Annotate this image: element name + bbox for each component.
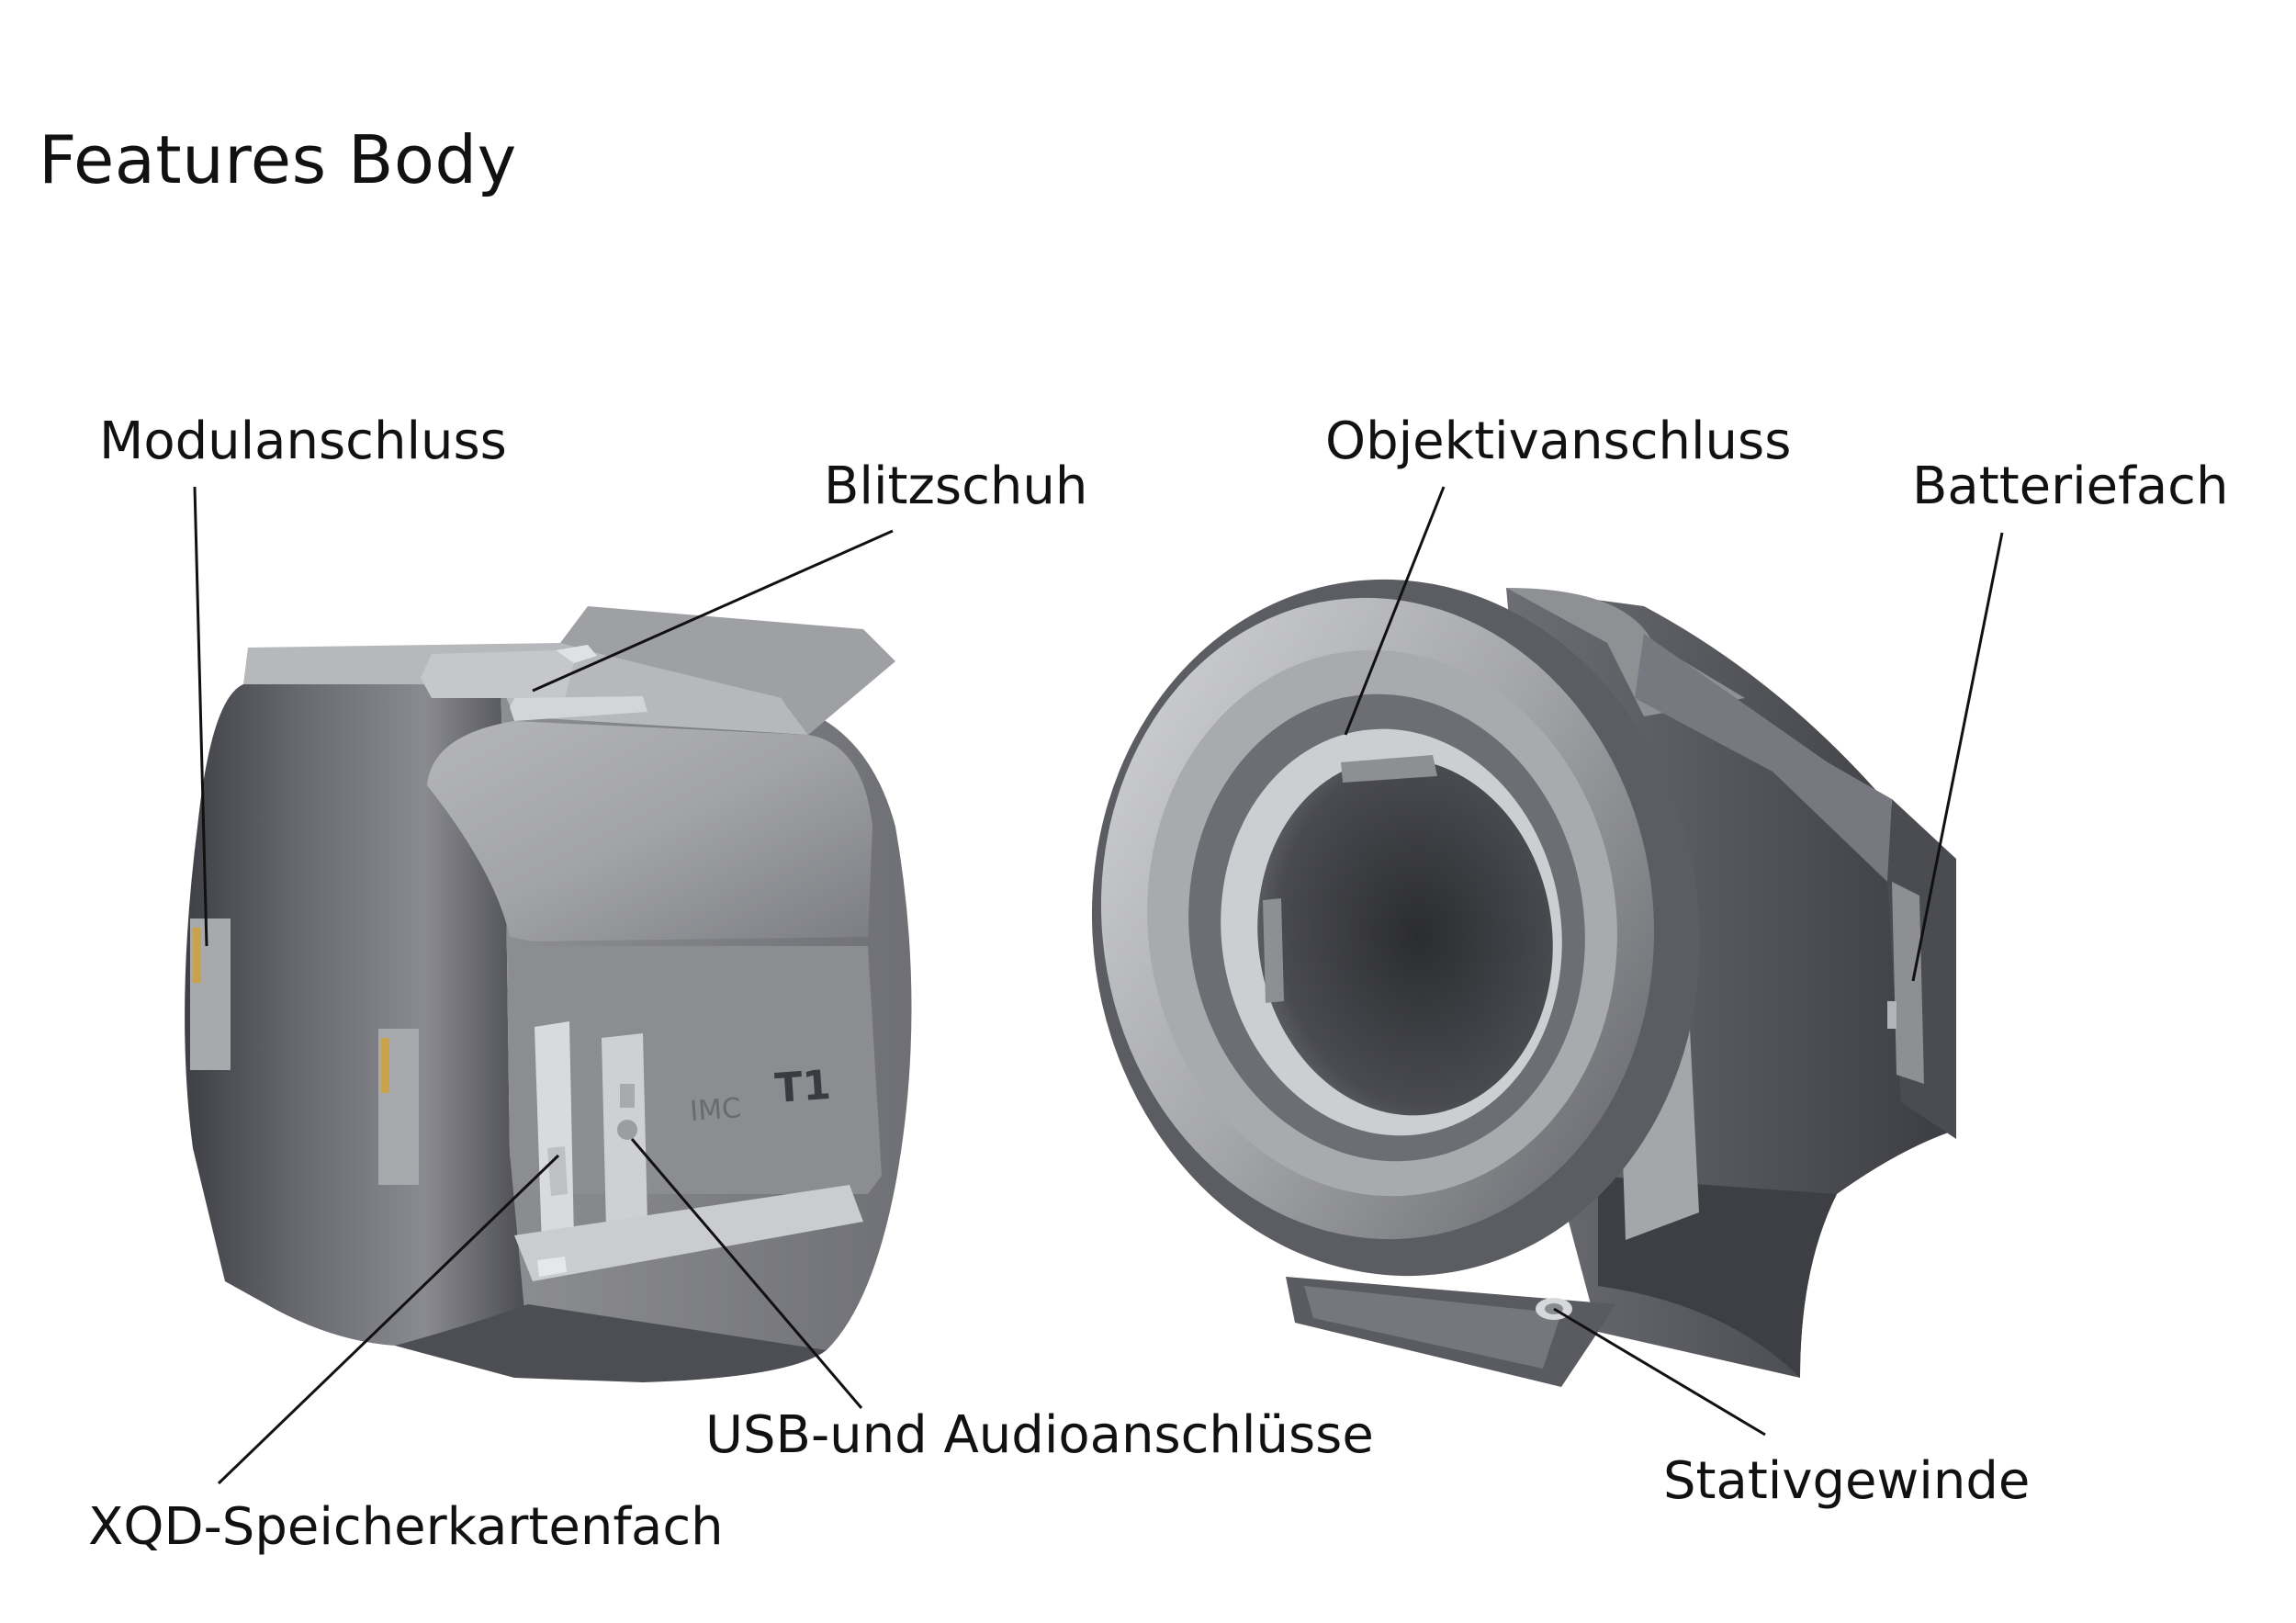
- camera-body-rear-view: IMC T1: [185, 606, 912, 1382]
- leader-usb-audio: [630, 1138, 863, 1409]
- model-mark: T1: [773, 1062, 832, 1112]
- label-modulanschluss: Modulanschluss: [99, 411, 507, 471]
- leader-lines: [193, 486, 2004, 1485]
- module-connector: [190, 919, 419, 1185]
- camera-body-front-view: [1091, 579, 1956, 1387]
- label-batteriefach: Batteriefach: [1912, 456, 2229, 516]
- label-usb-audio: USB-und Audioanschlüsse: [705, 1405, 1374, 1465]
- brand-mark: IMC: [689, 1092, 742, 1128]
- label-xqd: XQD-Speicherkartenfach: [88, 1497, 724, 1557]
- xqd-card-slot: [535, 1021, 574, 1247]
- page-title: Features Body: [39, 121, 517, 198]
- label-blitzschuh: Blitzschuh: [824, 456, 1088, 516]
- label-objektivanschluss: Objektivanschluss: [1325, 411, 1792, 471]
- label-stativgewinde: Stativgewinde: [1663, 1451, 2031, 1511]
- leader-objektivanschluss: [1344, 486, 1446, 736]
- leader-xqd: [217, 1154, 560, 1485]
- leader-batteriefach: [1911, 532, 2004, 982]
- leader-modulanschluss: [193, 486, 208, 947]
- flash-shoe: [421, 645, 647, 721]
- lens-mount: [1091, 579, 1701, 1277]
- leader-blitzschuh: [532, 529, 894, 693]
- leader-stativgewinde: [1553, 1307, 1766, 1437]
- usb-audio-ports: [602, 1033, 647, 1229]
- battery-compartment: [1887, 882, 1924, 1084]
